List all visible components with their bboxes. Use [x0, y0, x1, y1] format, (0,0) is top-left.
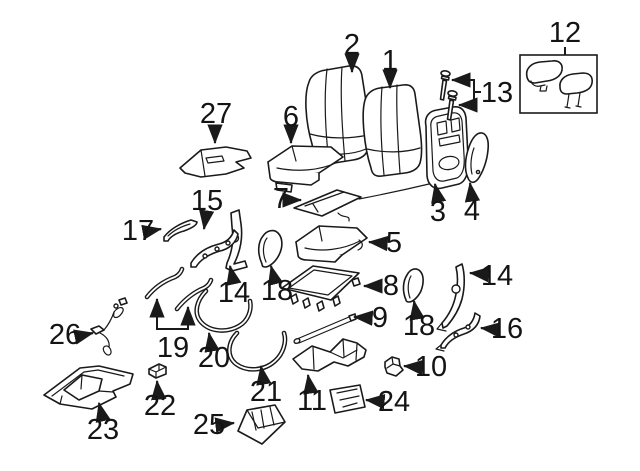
arrow-to-part-14-right	[468, 266, 490, 283]
part-label-1: 1	[382, 45, 398, 77]
part-1-seat-back-cover-drawing	[362, 84, 423, 177]
part-label-14-left: 14	[218, 277, 250, 309]
part-label-15: 15	[191, 185, 223, 217]
part-label-23: 23	[87, 414, 119, 446]
arrow-to-part-14-left	[226, 264, 242, 286]
part-12-headrest-set-drawing	[519, 54, 598, 114]
part-10-fastener-clip-drawing	[384, 356, 404, 377]
arrow-to-part-18-left	[268, 264, 284, 287]
part-label-27: 27	[200, 98, 232, 130]
arrow-to-part-5	[367, 235, 389, 252]
part-8-cushion-pan-drawing	[281, 265, 361, 312]
part-label-19: 19	[157, 332, 189, 364]
part-label-18-right: 18	[403, 310, 435, 342]
part-label-22: 22	[144, 390, 176, 422]
part-label-16: 16	[491, 313, 523, 345]
part-label-9: 9	[372, 302, 388, 334]
part-label-10: 10	[415, 351, 447, 383]
part-16-hinge-arm-right-drawing	[435, 312, 481, 352]
arrow-to-part-3	[431, 182, 447, 204]
part-label-8: 8	[383, 270, 399, 302]
arrow-to-part-4	[464, 181, 481, 203]
part-17-trim-strip-drawing	[163, 219, 198, 242]
part-11-rear-trim-panel-drawing	[292, 338, 367, 372]
part-13-bolts-drawing	[439, 70, 458, 121]
arrow-to-part-15	[199, 209, 215, 231]
part-label-7: 7	[273, 183, 289, 215]
part-label-3: 3	[430, 196, 446, 228]
part-label-24: 24	[378, 386, 410, 418]
part-23-floor-bracket-drawing	[43, 365, 134, 410]
part-25-hinge-cover-drawing	[237, 404, 286, 445]
part-20-cable-loop-drawing	[194, 288, 253, 333]
leader-bracket-part-19	[156, 311, 189, 330]
arrow-to-part-23	[95, 401, 111, 423]
part-3-seat-back-frame-drawing	[424, 106, 470, 190]
part-label-20: 20	[198, 342, 230, 374]
arrow-to-part-9	[352, 310, 374, 326]
part-26-wiring-harness-drawing	[90, 297, 128, 356]
part-label-21: 21	[250, 376, 282, 408]
part-5-seat-cushion-drawing	[295, 225, 368, 263]
part-18-side-shield-right-drawing	[402, 268, 424, 303]
arrow-to-part-24	[364, 394, 386, 410]
part-label-18-left: 18	[261, 275, 293, 307]
callout-labels: 1 2 3 4 5 6 7 8 9 10 11 12 13 14 14 15 1…	[49, 17, 581, 446]
part-label-14-right: 14	[481, 260, 513, 292]
part-label-17: 17	[122, 215, 154, 247]
arrow-to-part-25	[214, 417, 236, 433]
part-18-side-shield-left-drawing	[257, 229, 283, 268]
part-label-2: 2	[344, 29, 360, 61]
part-15-hinge-arm-drawing	[190, 229, 239, 268]
leader-bracket-part-13	[461, 79, 475, 106]
arrow-to-part-11	[303, 373, 319, 395]
part-19-release-cables-drawing	[144, 266, 214, 312]
arrow-to-part-17	[141, 224, 163, 240]
part-22-retainer-clip-drawing	[148, 363, 167, 379]
arrow-to-part-10	[402, 359, 424, 376]
part-2-seat-back-cover-drawing	[305, 65, 371, 165]
part-14-recliner-bracket-right-drawing	[436, 263, 466, 332]
arrow-to-part-18-right	[409, 299, 425, 321]
arrow-to-part-16	[479, 322, 501, 338]
part-label-5: 5	[386, 227, 402, 259]
part-24-label-card-drawing	[329, 384, 366, 414]
part-label-11: 11	[297, 385, 327, 417]
arrow-to-part-26	[73, 329, 95, 345]
arrow-to-part-20	[204, 331, 220, 353]
part-27-mounting-bracket-drawing	[179, 146, 252, 178]
callout-arrows	[73, 47, 566, 433]
part-label-6: 6	[283, 101, 299, 133]
part-label-25: 25	[193, 409, 225, 441]
part-label-12: 12	[549, 17, 581, 49]
part-7-heater-mat-drawing	[293, 183, 430, 222]
part-label-26: 26	[49, 319, 81, 351]
part-label-4: 4	[464, 195, 480, 227]
part-label-13: 13	[481, 77, 513, 109]
part-6-seat-cushion-drawing	[267, 145, 344, 193]
arrow-to-part-22	[151, 379, 167, 401]
part-21-cable-loop-drawing	[227, 330, 288, 372]
part-4-side-bolster-drawing	[464, 132, 490, 184]
arrow-to-part-21	[256, 364, 272, 386]
